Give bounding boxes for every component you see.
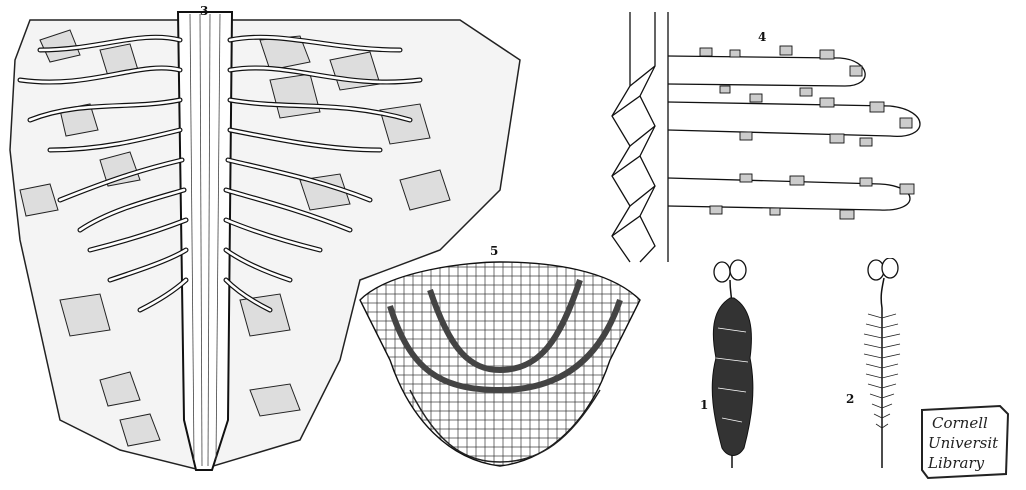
figure-2-illustration <box>838 258 908 480</box>
figure-3-number: 3 <box>200 4 208 18</box>
figure-2-seedling-root-hairs: 2 <box>838 258 908 480</box>
cornell-library-stamp: Cornell Universit Library <box>918 404 1012 482</box>
figure-4-root-hairs: 4 <box>600 6 940 268</box>
figure-1-seedling-with-soil: 1 <box>700 258 790 480</box>
figure-5-illustration <box>350 240 650 480</box>
figure-2-number: 2 <box>846 392 854 406</box>
figure-5-number: 5 <box>490 244 498 258</box>
svg-text:Cornell: Cornell <box>932 414 988 432</box>
figure-5-root-tip-section: 5 <box>350 240 650 480</box>
figure-4-illustration <box>600 6 940 268</box>
figure-1-illustration <box>700 258 790 480</box>
library-stamp-graphic: Cornell Universit Library <box>918 404 1012 482</box>
svg-text:Universit: Universit <box>928 434 999 452</box>
figure-1-number: 1 <box>700 398 708 412</box>
svg-text:Library: Library <box>927 454 985 472</box>
figure-4-number: 4 <box>758 30 766 44</box>
